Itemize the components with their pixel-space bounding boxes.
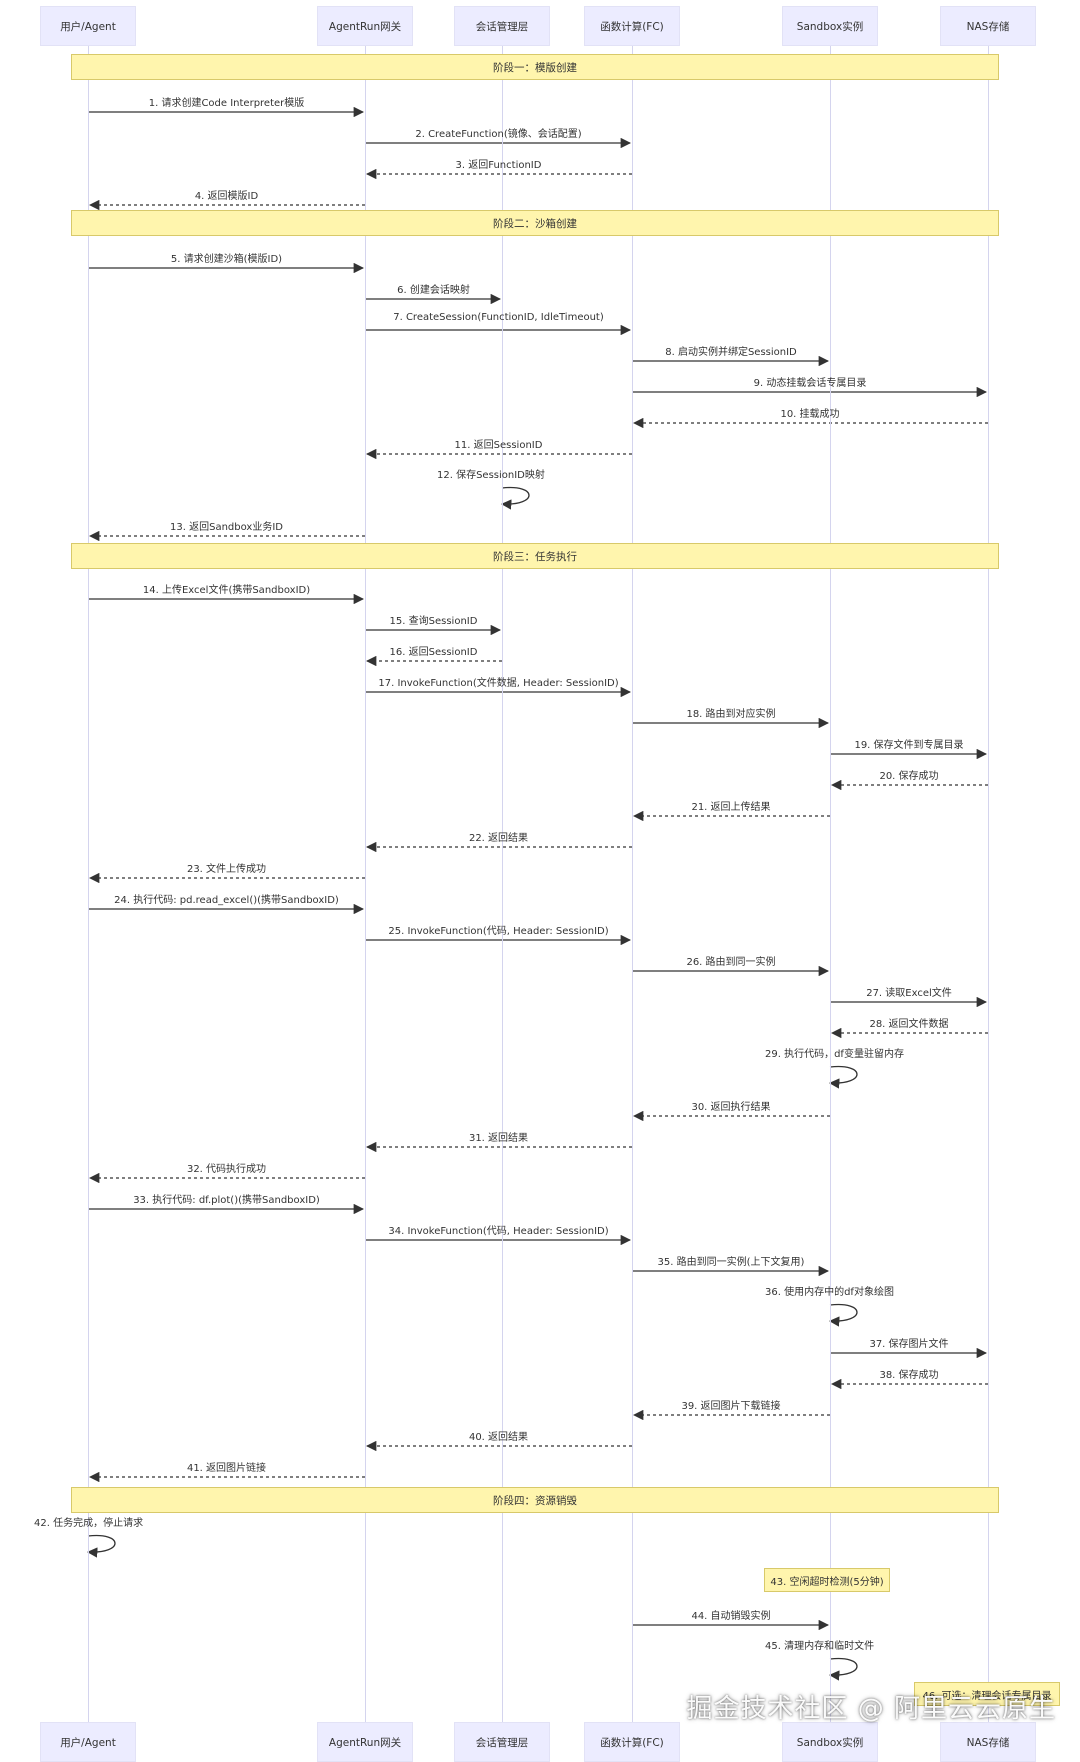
message-label-25: 25. InvokeFunction(代码, Header: SessionID… [388, 926, 609, 937]
self-message-36 [828, 1303, 858, 1327]
message-label-30: 30. 返回执行结果 [691, 1102, 771, 1113]
message-label-34: 34. InvokeFunction(代码, Header: SessionID… [388, 1226, 609, 1237]
message-label-41: 41. 返回图片链接 [186, 1463, 267, 1474]
message-label-21: 21. 返回上传结果 [691, 802, 771, 813]
message-label-28: 28. 返回文件数据 [869, 1019, 949, 1030]
message-label-37: 37. 保存图片文件 [869, 1339, 949, 1350]
actor-box-sb-bottom: Sandbox实例 [782, 1722, 878, 1762]
message-label-40: 40. 返回结果 [468, 1432, 529, 1443]
message-label-39: 39. 返回图片下载链接 [681, 1401, 781, 1412]
message-label-29: 29. 执行代码，df变量驻留内存 [765, 1049, 904, 1060]
message-label-12: 12. 保存SessionID映射 [437, 470, 545, 481]
phase-band-1: 阶段一：模版创建 [71, 54, 999, 80]
self-message-29 [828, 1065, 858, 1089]
actor-box-sess-top: 会话管理层 [454, 6, 550, 46]
self-message-12 [500, 486, 530, 510]
actor-box-nas-bottom: NAS存储 [940, 1722, 1036, 1762]
actor-box-fc-top: 函数计算(FC) [584, 6, 680, 46]
actor-box-fc-bottom: 函数计算(FC) [584, 1722, 680, 1762]
message-label-3: 3. 返回FunctionID [455, 160, 542, 171]
message-label-2: 2. CreateFunction(镜像、会话配置) [415, 129, 582, 140]
phase-band-4: 阶段四：资源销毁 [71, 1487, 999, 1513]
message-label-11: 11. 返回SessionID [454, 440, 543, 451]
message-label-36: 36. 使用内存中的df对象绘图 [765, 1287, 894, 1298]
message-label-27: 27. 读取Excel文件 [866, 988, 952, 999]
watermark: 掘金技术社区 @ 阿里云云原生 [686, 1694, 1056, 1724]
message-label-5: 5. 请求创建沙箱(模版ID) [170, 254, 283, 265]
actor-box-sess-bottom: 会话管理层 [454, 1722, 550, 1762]
message-label-38: 38. 保存成功 [879, 1370, 939, 1381]
message-label-42: 42. 任务完成，停止请求 [34, 1518, 144, 1529]
message-label-33: 33. 执行代码: df.plot()(携带SandboxID) [133, 1195, 320, 1206]
message-label-14: 14. 上传Excel文件(携带SandboxID) [142, 585, 311, 596]
message-label-22: 22. 返回结果 [468, 833, 529, 844]
lifeline-sess [502, 46, 503, 1722]
message-label-10: 10. 挂载成功 [780, 409, 840, 420]
message-label-8: 8. 启动实例并绑定SessionID [665, 347, 797, 358]
lifeline-user [88, 46, 89, 1722]
actor-box-nas-top: NAS存储 [940, 6, 1036, 46]
message-label-16: 16. 返回SessionID [389, 647, 478, 658]
actor-box-user-bottom: 用户/Agent [40, 1722, 136, 1762]
lifeline-gw [365, 46, 366, 1722]
message-label-26: 26. 路由到同一实例 [686, 957, 776, 968]
lifeline-sb [830, 46, 831, 1722]
message-label-31: 31. 返回结果 [468, 1133, 529, 1144]
phase-band-2: 阶段二：沙箱创建 [71, 210, 999, 236]
phase-band-3: 阶段三：任务执行 [71, 543, 999, 569]
self-message-42 [86, 1534, 116, 1558]
message-label-9: 9. 动态挂载会话专属目录 [753, 378, 867, 389]
actor-box-gw-top: AgentRun网关 [317, 6, 413, 46]
lifeline-fc [632, 46, 633, 1722]
message-label-18: 18. 路由到对应实例 [686, 709, 776, 720]
actor-box-gw-bottom: AgentRun网关 [317, 1722, 413, 1762]
actor-box-sb-top: Sandbox实例 [782, 6, 878, 46]
note-1: 43. 空闲超时检测(5分钟) [764, 1568, 890, 1592]
message-label-44: 44. 自动销毁实例 [691, 1611, 771, 1622]
message-label-20: 20. 保存成功 [879, 771, 939, 782]
message-label-24: 24. 执行代码: pd.read_excel()(携带SandboxID) [114, 895, 339, 906]
message-label-13: 13. 返回Sandbox业务ID [170, 522, 283, 533]
self-message-45 [828, 1657, 858, 1681]
message-label-35: 35. 路由到同一实例(上下文复用) [657, 1257, 805, 1268]
message-label-7: 7. CreateSession(FunctionID, IdleTimeout… [393, 312, 604, 323]
note-2: 46. 可选：清理会话专属目录 [914, 1682, 1060, 1706]
message-label-17: 17. InvokeFunction(文件数据, Header: Session… [378, 678, 619, 689]
message-label-19: 19. 保存文件到专属目录 [854, 740, 964, 751]
lifeline-nas [988, 46, 989, 1722]
message-label-6: 6. 创建会话映射 [397, 285, 470, 296]
message-label-23: 23. 文件上传成功 [186, 864, 267, 875]
message-label-4: 4. 返回模版ID [194, 191, 259, 202]
actor-box-user-top: 用户/Agent [40, 6, 136, 46]
message-label-32: 32. 代码执行成功 [186, 1164, 267, 1175]
message-label-1: 1. 请求创建Code Interpreter模版 [148, 98, 305, 109]
message-label-15: 15. 查询SessionID [389, 616, 478, 627]
message-label-45: 45. 清理内存和临时文件 [765, 1641, 875, 1652]
